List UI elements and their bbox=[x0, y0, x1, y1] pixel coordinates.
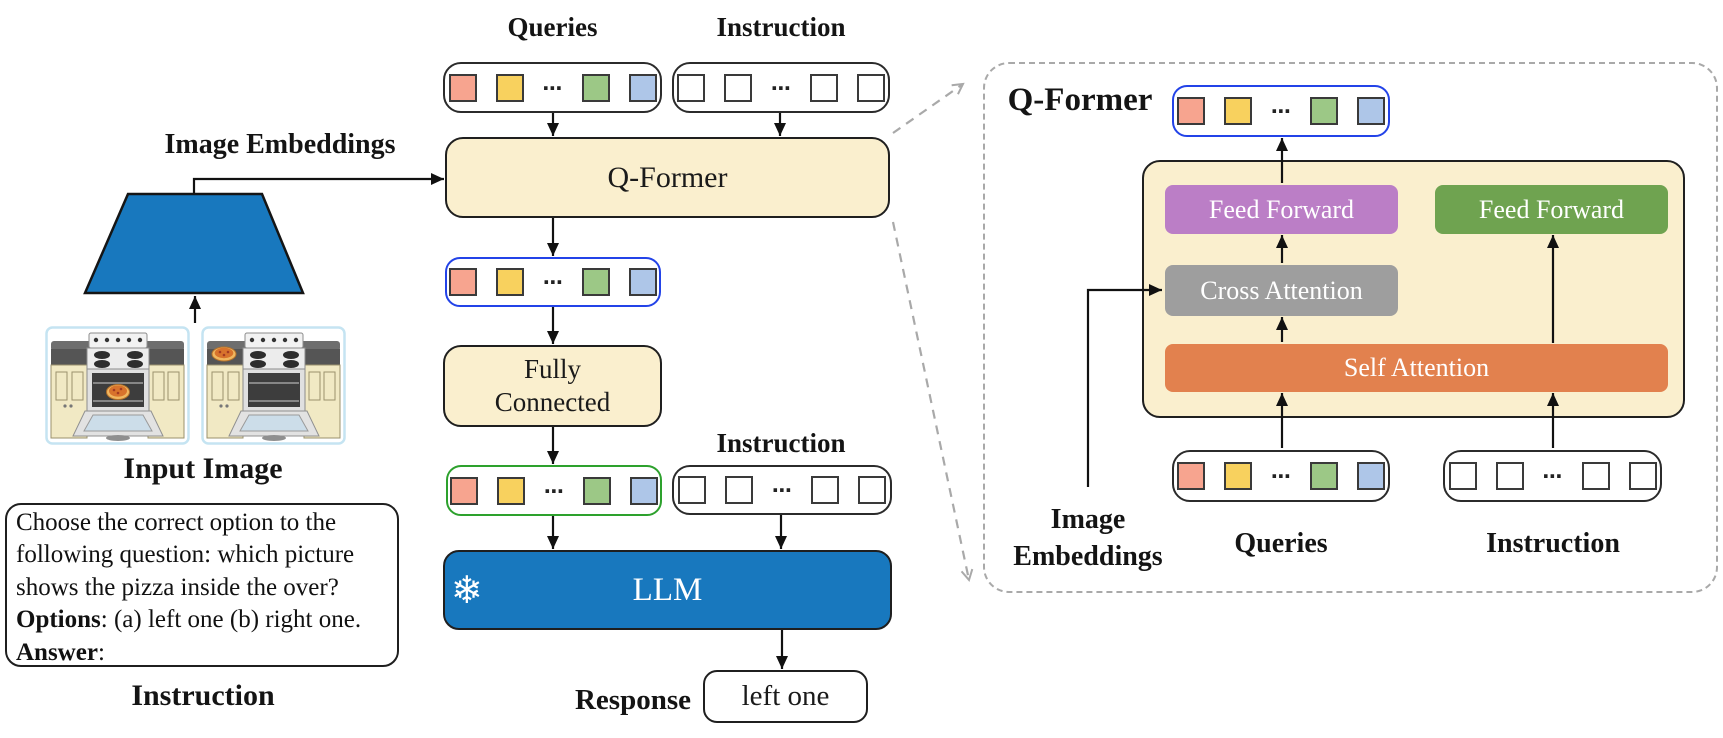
snowflake-icon: ❄ bbox=[114, 220, 146, 264]
dashed-arrow-qformer-bottom bbox=[891, 221, 974, 583]
response-label: Response bbox=[574, 684, 691, 716]
arrow-image-embeddings-to-qformer bbox=[192, 173, 444, 193]
cross-attention-box: Cross Attention bbox=[1165, 265, 1398, 316]
token-square bbox=[582, 268, 610, 296]
token-square bbox=[1357, 97, 1385, 125]
fully-connected-box: Fully Connected bbox=[443, 345, 662, 427]
qformer-panel-title: Q-Former bbox=[1007, 82, 1153, 118]
token-square bbox=[1628, 462, 1657, 490]
image-embeddings-label-left: Image Embeddings bbox=[164, 129, 396, 160]
token-square bbox=[496, 268, 524, 296]
instruction-token-row-mid: ⋯ bbox=[672, 465, 892, 515]
token-square bbox=[678, 476, 706, 504]
input-image-right-oven bbox=[201, 326, 346, 445]
ellipsis: ⋯ bbox=[543, 270, 563, 294]
token-square bbox=[724, 73, 752, 102]
token-square bbox=[495, 73, 524, 102]
token-square bbox=[1495, 462, 1524, 490]
input-image-label: Input Image bbox=[123, 452, 283, 485]
image-embeddings-label-panel: Image Embeddings bbox=[1013, 504, 1163, 572]
token-square bbox=[1581, 462, 1610, 490]
token-square bbox=[1224, 97, 1252, 125]
self-attention-box: Self Attention bbox=[1165, 344, 1668, 392]
response-box: left one bbox=[703, 670, 868, 723]
dashed-connectors bbox=[891, 82, 974, 583]
ellipsis: ⋯ bbox=[772, 478, 792, 502]
projected-token-row: ⋯ bbox=[446, 465, 662, 516]
token-square bbox=[1310, 462, 1338, 490]
token-square bbox=[448, 73, 477, 102]
queries-token-row-panel: ⋯ bbox=[1172, 450, 1390, 502]
feed-forward-left-box: Feed Forward bbox=[1165, 185, 1398, 234]
instruction-token-row-panel: ⋯ bbox=[1443, 450, 1662, 502]
instruction-token-row-top: ⋯ bbox=[672, 62, 890, 113]
image-encoder-label: Image Encoder bbox=[173, 212, 257, 270]
token-square bbox=[449, 268, 477, 296]
feed-forward-right-box: Feed Forward bbox=[1435, 185, 1668, 234]
queries-label-top: Queries bbox=[507, 12, 598, 42]
token-square bbox=[1224, 462, 1252, 490]
dashed-arrow-qformer-top bbox=[892, 82, 965, 134]
instruction-label-mid: Instruction bbox=[716, 428, 846, 458]
input-image-left-oven bbox=[45, 326, 190, 445]
token-square bbox=[858, 476, 886, 504]
ellipsis: ⋯ bbox=[1271, 99, 1291, 123]
queries-token-row-top: ⋯ bbox=[443, 62, 662, 113]
token-square bbox=[450, 476, 478, 505]
token-square bbox=[497, 476, 525, 505]
token-square bbox=[581, 73, 610, 102]
token-square bbox=[677, 73, 705, 102]
token-square bbox=[629, 268, 657, 296]
token-square bbox=[1448, 462, 1477, 490]
instruction-label-panel: Instruction bbox=[1486, 528, 1620, 559]
query-output-token-row: ⋯ bbox=[445, 257, 661, 307]
ellipsis: ⋯ bbox=[771, 75, 791, 100]
token-square bbox=[628, 73, 657, 102]
instruction-label-top: Instruction bbox=[716, 12, 846, 42]
token-square bbox=[810, 73, 838, 102]
token-square bbox=[725, 476, 753, 504]
token-square bbox=[1310, 97, 1338, 125]
token-square bbox=[811, 476, 839, 504]
qformer-box: Q-Former bbox=[445, 137, 890, 218]
query-output-token-row-panel: ⋯ bbox=[1172, 85, 1390, 137]
qformer-detail-panel bbox=[983, 62, 1718, 593]
token-square bbox=[583, 476, 611, 505]
token-square bbox=[1357, 462, 1385, 490]
ellipsis: ⋯ bbox=[1271, 464, 1291, 488]
ellipsis: ⋯ bbox=[542, 75, 563, 100]
token-square bbox=[857, 73, 885, 102]
instruction-text-box: Choose the correct option to the followi… bbox=[5, 503, 399, 667]
llm-box: LLM bbox=[443, 550, 892, 630]
token-square bbox=[630, 476, 658, 505]
token-square bbox=[1177, 462, 1205, 490]
instruction-label-bottom-left: Instruction bbox=[131, 679, 275, 712]
queries-label-panel: Queries bbox=[1234, 528, 1328, 559]
snowflake-icon: ❄ bbox=[451, 568, 483, 612]
ellipsis: ⋯ bbox=[1542, 464, 1563, 488]
token-square bbox=[1177, 97, 1205, 125]
instruction-text: Choose the correct option to the followi… bbox=[16, 509, 362, 666]
ellipsis: ⋯ bbox=[544, 478, 564, 503]
